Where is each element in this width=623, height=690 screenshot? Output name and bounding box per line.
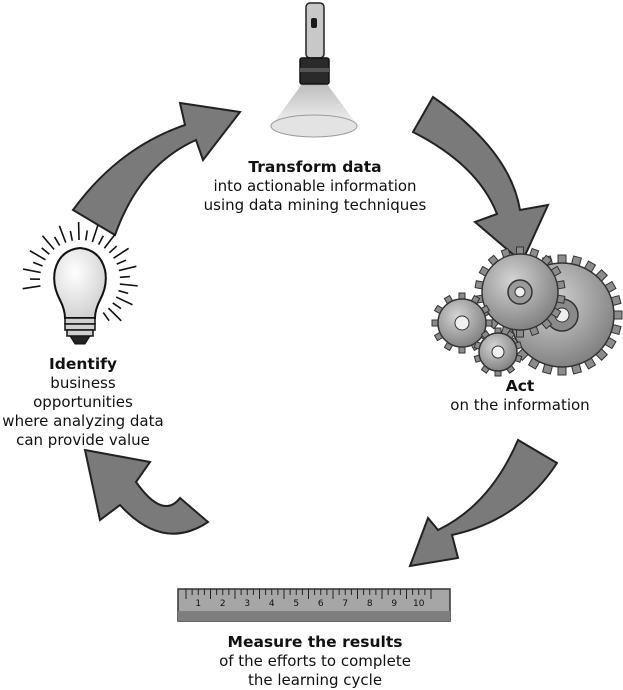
bulb-ray (118, 265, 137, 272)
bulb-ray (22, 285, 41, 290)
measure-results-label: Measure the results of the efforts to co… (150, 633, 480, 690)
arrow-act-to-measure (408, 438, 559, 568)
bulb-ray (53, 236, 61, 246)
ruler-number: 2 (220, 599, 226, 609)
identify-label: Identify business opportunities where an… (0, 355, 166, 450)
measure-results-title: Measure the results (227, 633, 403, 651)
ruler-number: 7 (342, 599, 348, 609)
bulb-ray (103, 233, 116, 249)
bulb-ray (22, 268, 41, 274)
bulb-ray (58, 225, 67, 243)
transform-data-desc-line2: using data mining techniques (203, 196, 427, 214)
identify-desc-line2: where analyzing data (2, 412, 164, 430)
gears-icon (431, 246, 623, 377)
bulb-ray (108, 245, 118, 254)
act-desc: on the information (450, 396, 590, 414)
ruler-icon: 1 2 3 4 5 6 7 8 9 10 (177, 588, 451, 622)
measure-results-desc-line1: of the efforts to complete (219, 652, 411, 670)
identify-desc-line1: business opportunities (33, 374, 133, 411)
bulb-ray (69, 230, 74, 241)
bulb-ray (115, 296, 133, 306)
bulb-ray (41, 247, 50, 255)
bulb-ray (112, 302, 122, 310)
lightbulb-icon (22, 221, 138, 345)
bulb-ray (91, 224, 99, 243)
transform-data-title: Transform data (248, 158, 382, 176)
transform-data-desc-line1: into actionable information (213, 177, 417, 195)
act-title: Act (505, 377, 535, 395)
transform-data-label: Transform data into actionable informati… (170, 158, 460, 215)
ruler-number: 8 (367, 599, 373, 609)
act-label: Act on the information (420, 377, 620, 415)
flashlight-icon (270, 2, 358, 138)
bulb-ray (29, 250, 46, 261)
ruler-number: 9 (391, 599, 397, 609)
bulb-ray (113, 247, 130, 259)
bulb-ray (41, 235, 55, 250)
ruler-number: 6 (318, 599, 324, 609)
bulb-ray (85, 230, 89, 241)
ruler-number: 1 (195, 599, 201, 609)
identify-desc-line3: can provide value (16, 431, 150, 449)
ruler-number: 5 (293, 599, 299, 609)
arrow-measure-to-identify (83, 448, 210, 535)
bulb-ray (107, 307, 122, 322)
bulb-ray (116, 259, 127, 265)
bulb-ray (118, 289, 129, 295)
ruler-number: 4 (269, 599, 275, 609)
bulb-ray (119, 275, 130, 279)
bulb-ray (119, 283, 138, 287)
measure-results-desc-line2: the learning cycle (247, 671, 383, 689)
identify-title: Identify (49, 355, 117, 373)
arrow-identify-to-transform (71, 101, 242, 237)
bulb-ray (32, 261, 43, 267)
ruler-number: 10 (413, 599, 425, 609)
ruler-number: 3 (244, 599, 250, 609)
bulb-ray (102, 312, 110, 322)
bulb-ray (97, 235, 105, 245)
